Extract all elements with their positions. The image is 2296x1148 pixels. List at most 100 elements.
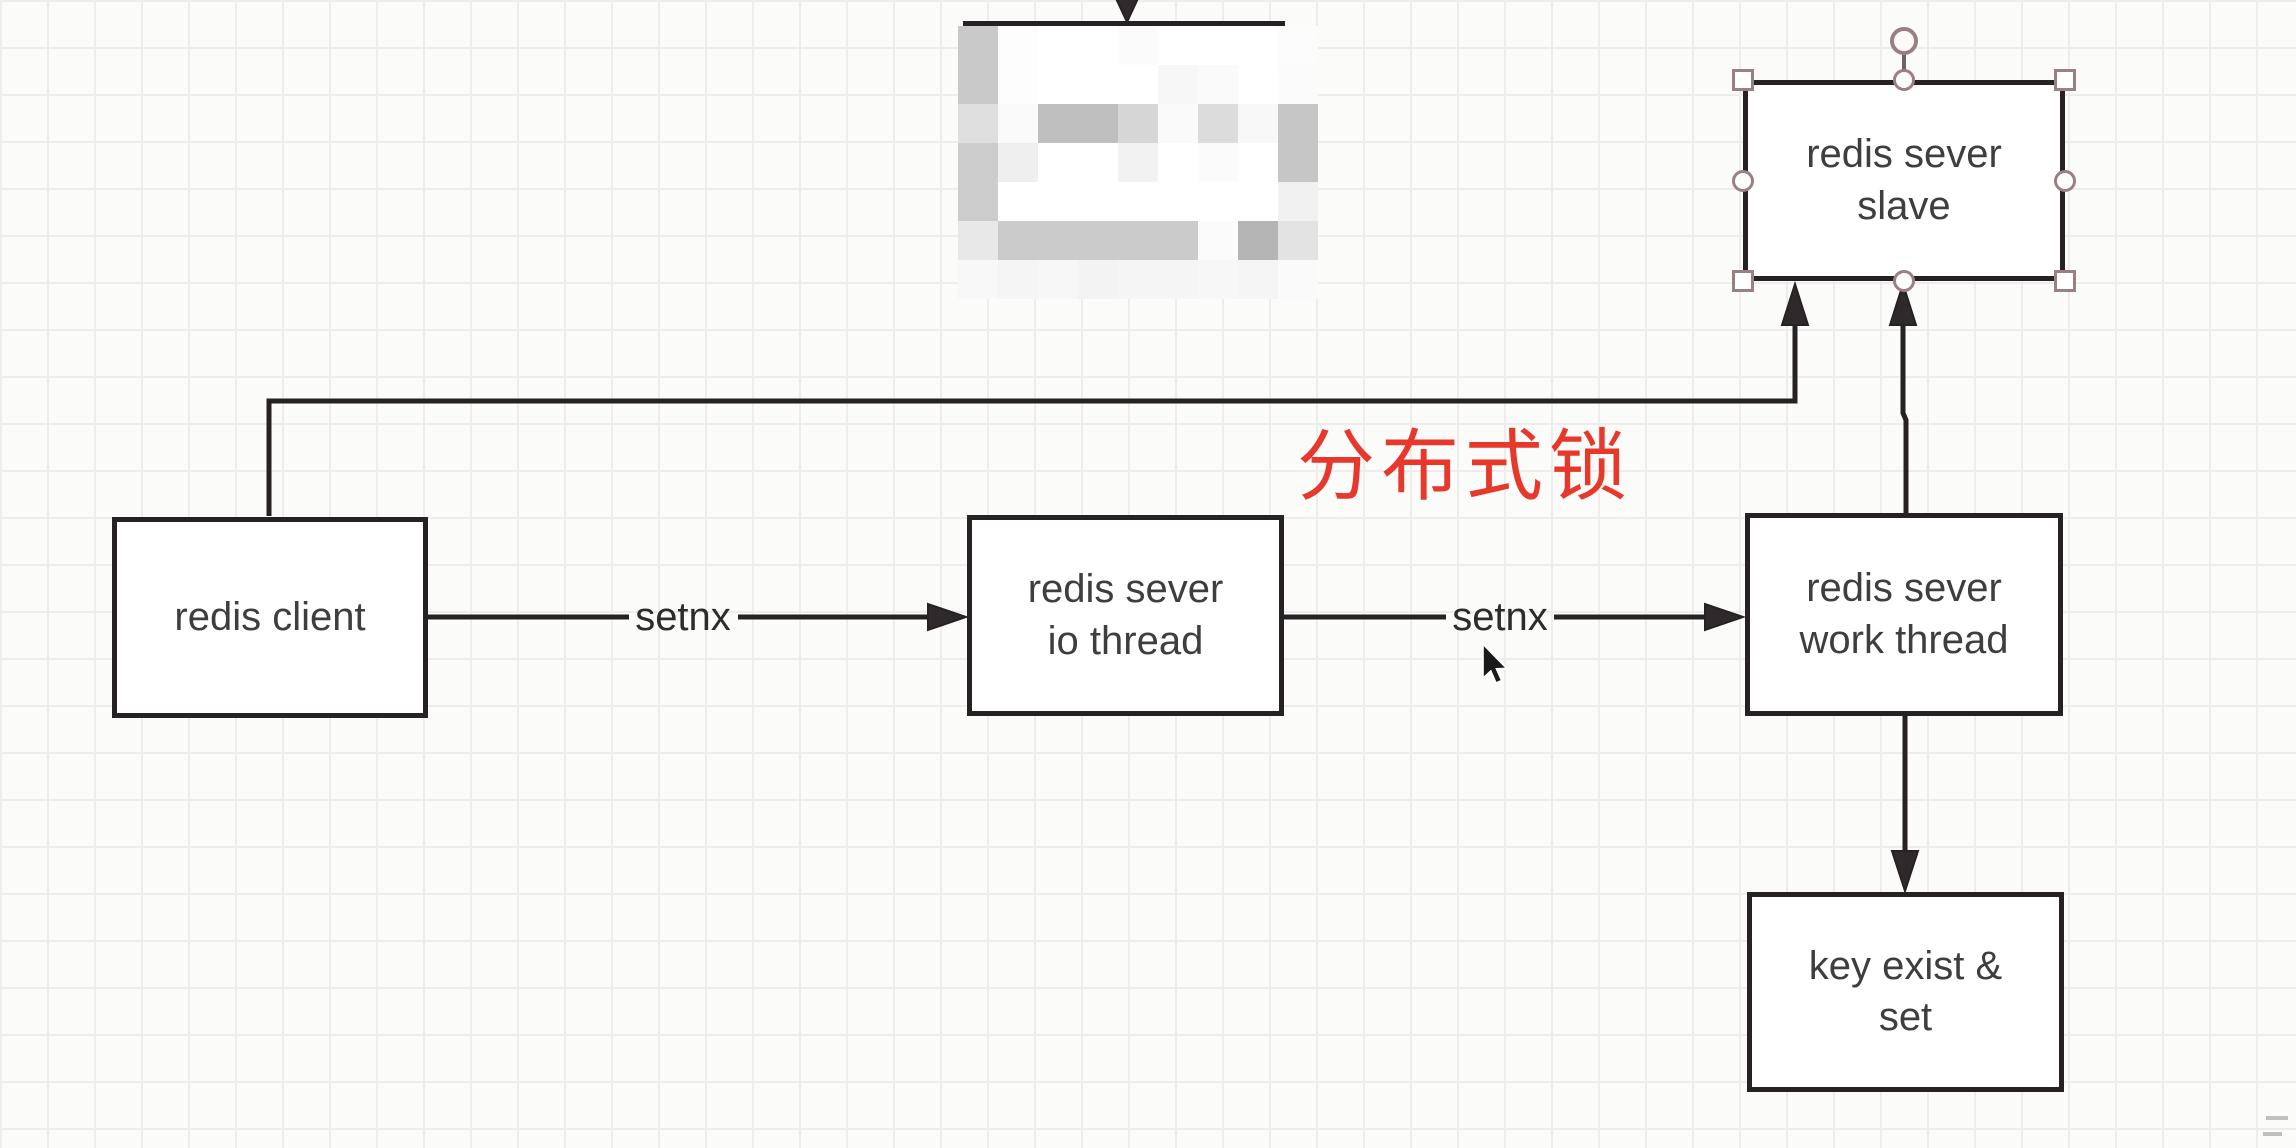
node-redis-sever-slave[interactable]: redis sever slave: [1732, 27, 2076, 292]
mosaic-cell: [1278, 26, 1318, 65]
mosaic-cell: [998, 143, 1038, 182]
mosaic-cell: [998, 104, 1038, 143]
mosaic-cell: [1158, 182, 1198, 221]
mosaic-cell: [958, 221, 998, 260]
mosaic-cell: [1118, 260, 1158, 299]
resize-handle-e[interactable]: [2054, 169, 2076, 192]
mosaic-cell: [1078, 221, 1118, 260]
mosaic-cell: [958, 260, 998, 299]
node-label-line1: redis sever: [1806, 132, 2002, 177]
mosaic-cell: [1278, 65, 1318, 104]
mosaic-cell: [1038, 221, 1078, 260]
mosaic-cell: [958, 65, 998, 104]
mosaic-cell: [1238, 104, 1278, 143]
mosaic-cell: [1118, 65, 1158, 104]
mosaic-cell: [1278, 260, 1318, 299]
edge-work-to-key[interactable]: [1890, 716, 1920, 895]
edge-into-blurred-node[interactable]: [1113, 0, 1141, 25]
node-label-line2: io thread: [1047, 618, 1204, 663]
node-label: redis client: [174, 594, 366, 639]
node-key-exist-and-set[interactable]: key exist & set: [1747, 892, 2064, 1092]
mosaic-cell: [1078, 26, 1118, 65]
mosaic-cell: [1158, 143, 1198, 182]
mosaic-cell: [1038, 182, 1078, 221]
mouse-cursor-icon: [1481, 642, 1510, 685]
mosaic-cell: [998, 221, 1038, 260]
node-label-line2: slave: [1857, 183, 1951, 228]
mosaic-cell: [1158, 260, 1198, 299]
mosaic-cell: [1158, 221, 1198, 260]
mosaic-cell: [1118, 143, 1158, 182]
mosaic-cell: [958, 143, 998, 182]
rotation-stem: [1902, 49, 1906, 82]
node-label-line1: redis sever: [1806, 566, 2002, 611]
mosaic-cell: [1038, 26, 1078, 65]
resize-handle-w[interactable]: [1732, 169, 1754, 192]
arrowhead-up-icon: [1780, 280, 1810, 326]
mosaic-cell: [1198, 143, 1238, 182]
edge-label-setnx-2[interactable]: setnx: [1452, 595, 1548, 639]
mosaic-cell: [998, 182, 1038, 221]
edge-work-to-slave[interactable]: [1888, 280, 1918, 514]
node-redis-sever-work-thread[interactable]: redis sever work thread: [1745, 513, 2063, 716]
node-redis-client[interactable]: redis client: [112, 517, 428, 718]
blur-mosaic[interactable]: [958, 26, 1318, 299]
mosaic-cell: [1158, 104, 1198, 143]
mosaic-cell: [1118, 221, 1158, 260]
mosaic-cell: [1238, 260, 1278, 299]
mosaic-cell: [1278, 143, 1318, 182]
mosaic-cell: [1038, 260, 1078, 299]
mosaic-cell: [958, 104, 998, 143]
mosaic-cell: [958, 182, 998, 221]
mosaic-cell: [1038, 65, 1078, 104]
mosaic-cell: [1078, 182, 1118, 221]
corner-mark: [2263, 1132, 2282, 1136]
resize-handle-n[interactable]: [1893, 69, 1915, 91]
blurred-node-top-border: [963, 21, 1285, 26]
corner-mark: [2266, 1116, 2288, 1120]
mosaic-cell: [1198, 182, 1238, 221]
mosaic-cell: [1238, 143, 1278, 182]
edge-label-setnx-1[interactable]: setnx: [635, 595, 731, 639]
resize-handle-se[interactable]: [2054, 270, 2076, 292]
resize-handle-s[interactable]: [1893, 270, 1915, 292]
arrowhead-down-icon: [1115, 0, 1139, 25]
annotation-distributed-lock[interactable]: 分布式锁: [1297, 422, 1634, 510]
mosaic-cell: [998, 260, 1038, 299]
rotation-handle[interactable]: [1890, 27, 1918, 55]
mosaic-cell: [1278, 221, 1318, 260]
mosaic-cell: [1118, 104, 1158, 143]
mosaic-cell: [1038, 104, 1078, 143]
arrowhead-right-icon: [927, 602, 970, 632]
mosaic-cell: [1238, 65, 1278, 104]
mosaic-cell: [1278, 104, 1318, 143]
node-redis-sever-io-thread[interactable]: redis sever io thread: [967, 515, 1284, 716]
resize-handle-nw[interactable]: [1732, 69, 1754, 91]
mosaic-cell: [1198, 26, 1238, 65]
node-label-line1: key exist &: [1808, 943, 2003, 988]
mosaic-cell: [1238, 182, 1278, 221]
mosaic-cell: [1238, 221, 1278, 260]
mosaic-cell: [1238, 26, 1278, 65]
resize-handle-ne[interactable]: [2054, 69, 2076, 91]
mosaic-cell: [1038, 143, 1078, 182]
mosaic-cell: [1278, 182, 1318, 221]
arrowhead-down-icon: [1890, 850, 1920, 895]
arrowhead-right-icon: [1704, 602, 1747, 632]
mosaic-cell: [1078, 65, 1118, 104]
mosaic-cell: [958, 26, 998, 65]
node-label-line2: set: [1878, 995, 1933, 1039]
node-label-line2: work thread: [1799, 617, 2009, 662]
node-label-line1: redis sever: [1027, 567, 1224, 612]
mosaic-cell: [1078, 260, 1118, 299]
mosaic-cell: [1158, 65, 1198, 104]
edge-segment: [1900, 326, 1909, 514]
mosaic-cell: [1198, 104, 1238, 143]
mosaic-cell: [1078, 143, 1118, 182]
mosaic-cell: [1198, 221, 1238, 260]
mosaic-cell: [1158, 26, 1198, 65]
mosaic-cell: [998, 26, 1038, 65]
mosaic-cell: [1078, 104, 1118, 143]
resize-handle-sw[interactable]: [1732, 270, 1754, 292]
